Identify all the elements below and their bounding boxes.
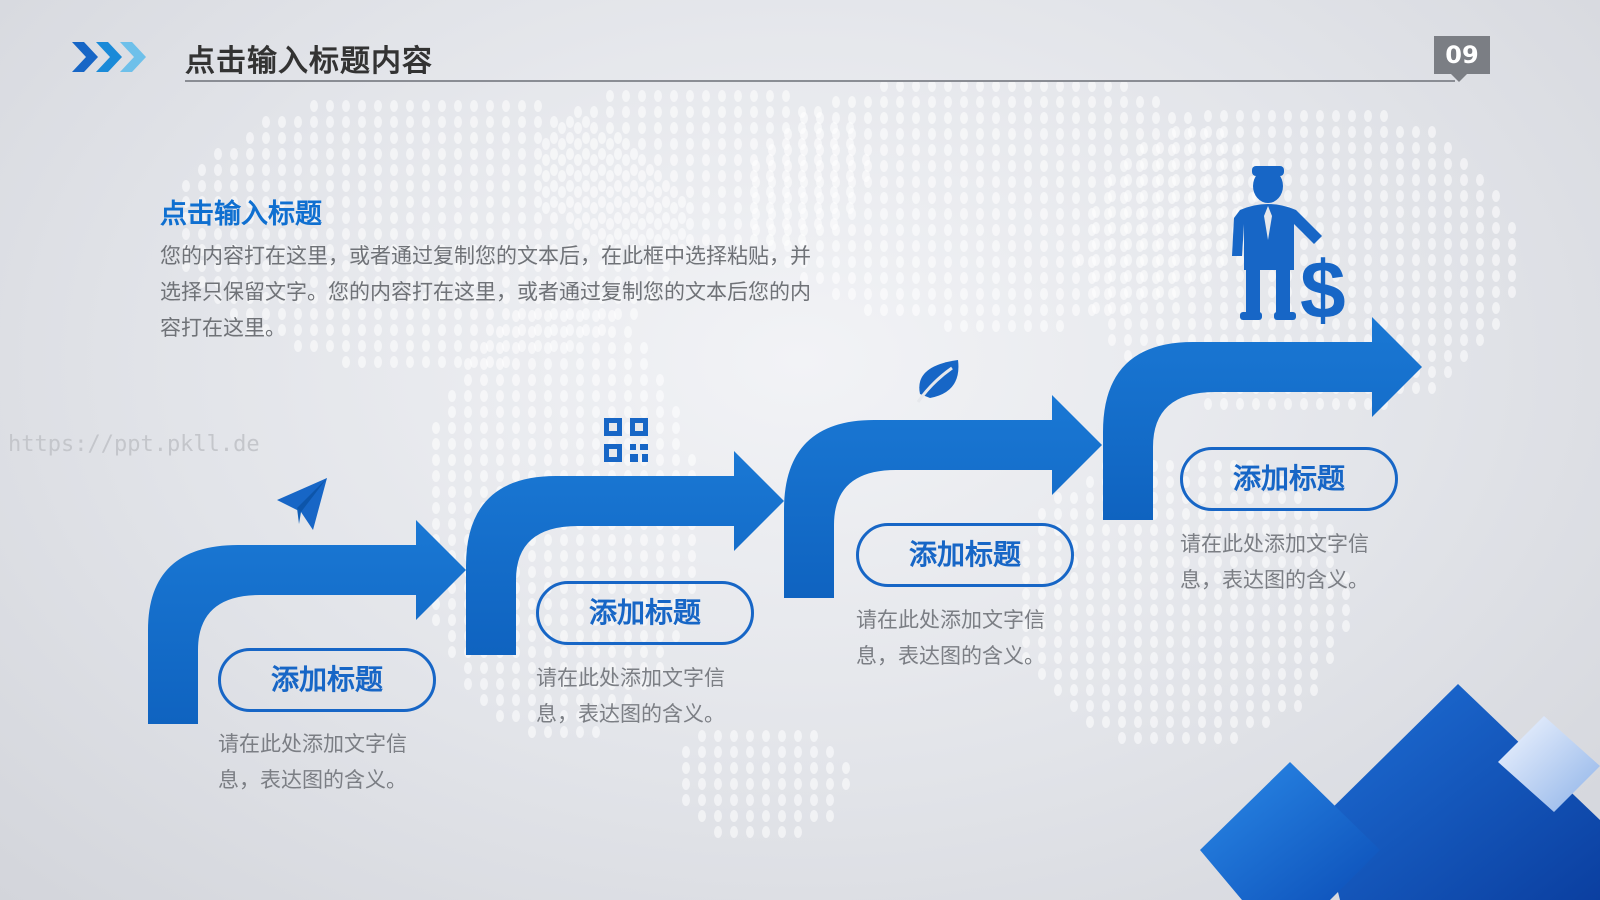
step-3-title[interactable]: 添加标题 — [856, 523, 1074, 587]
chevrons-icon — [72, 42, 146, 72]
businessman-dollar-icon — [1232, 166, 1322, 320]
step-2-description: 请在此处添加文字信息，表达图的含义。 — [536, 666, 725, 726]
step-1-description: 请在此处添加文字信息，表达图的含义。 — [218, 732, 407, 792]
step-3-description: 请在此处添加文字信息，表达图的含义。 — [856, 608, 1045, 668]
decorative-diamonds — [1200, 684, 1600, 900]
page-number: 09 — [1434, 36, 1490, 74]
step-3-arrow — [784, 395, 1102, 598]
page-number-notch — [1451, 74, 1467, 82]
intro-body: 您的内容打在这里，或者通过复制您的文本后，在此框中选择粘贴，并选择只保留文字。您… — [160, 244, 811, 340]
page-title: 点击输入标题内容 — [185, 44, 433, 79]
watermark: https://ppt.pkll.de — [8, 432, 260, 457]
step-2-arrow — [466, 451, 784, 655]
step-2-title[interactable]: 添加标题 — [536, 581, 754, 645]
dollar-sign-icon: $ — [1300, 245, 1346, 336]
step-1-arrow — [148, 520, 466, 724]
qr-code-icon — [604, 418, 648, 462]
step-1-title[interactable]: 添加标题 — [218, 648, 436, 712]
header-divider — [185, 80, 1455, 82]
paper-plane-icon — [277, 478, 327, 530]
step-4-arrow — [1103, 317, 1422, 520]
step-4-title[interactable]: 添加标题 — [1180, 447, 1398, 511]
step-4-description: 请在此处添加文字信息，表达图的含义。 — [1180, 532, 1369, 592]
leaf-icon — [916, 360, 959, 403]
intro-heading: 点击输入标题 — [160, 199, 322, 230]
